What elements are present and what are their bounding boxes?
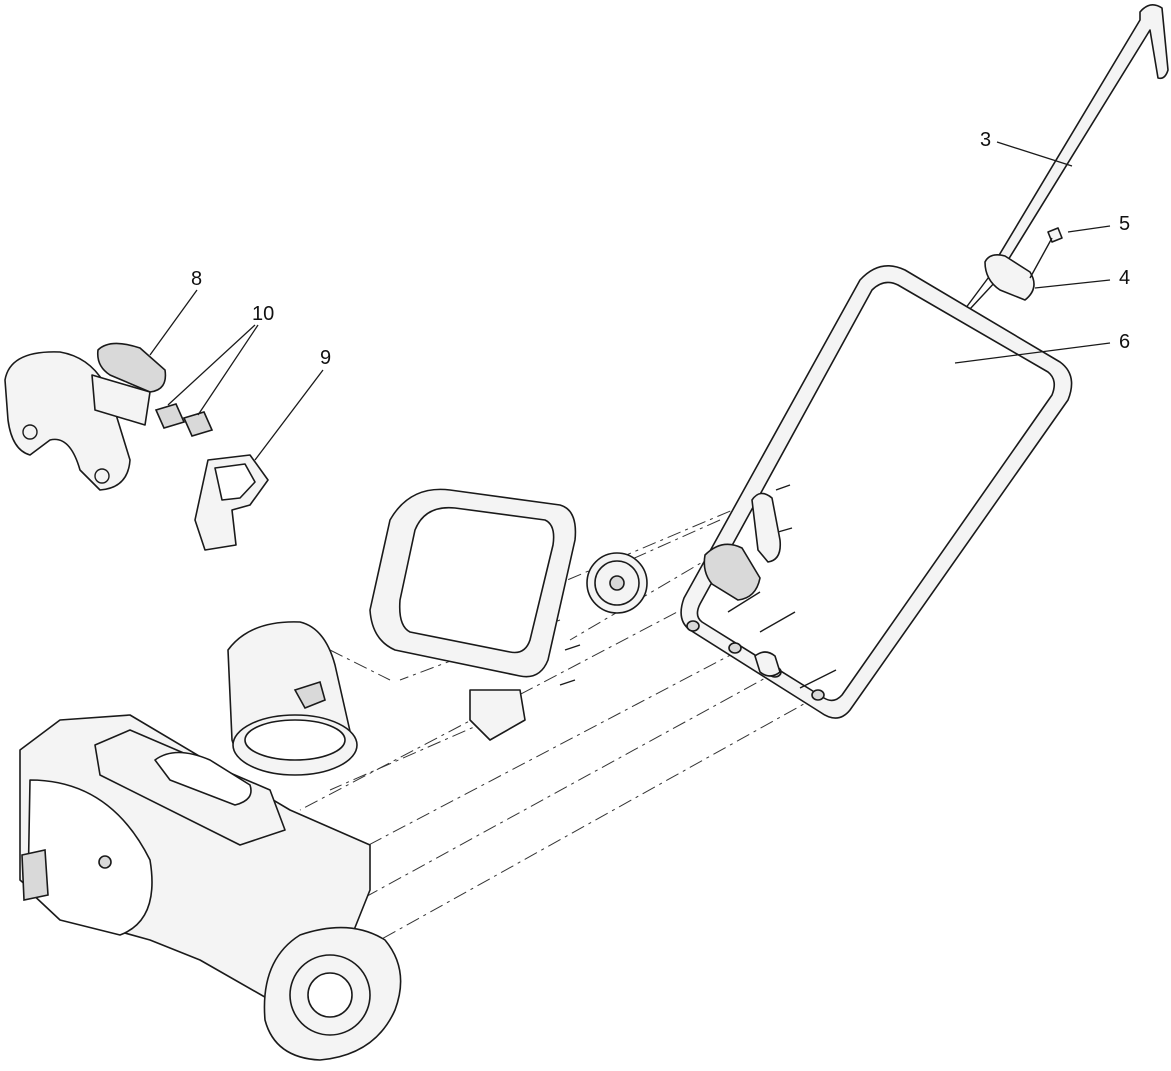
deflector xyxy=(4,342,167,491)
handle-assembly xyxy=(680,4,1169,719)
callout-9: 9 xyxy=(320,347,331,369)
callout-4: 4 xyxy=(1119,267,1130,289)
chute-base xyxy=(369,488,581,741)
discharge-chute xyxy=(227,621,358,776)
callout-5: 5 xyxy=(1119,213,1130,235)
deflector-bracket xyxy=(194,454,269,551)
callout-6: 6 xyxy=(1119,331,1130,353)
main-housing xyxy=(19,714,402,1061)
springs xyxy=(154,403,214,437)
sprocket-gear xyxy=(586,552,648,614)
crank-pivot-assembly xyxy=(703,484,793,601)
callout-8: 8 xyxy=(191,268,202,290)
callout-leaders xyxy=(149,141,1111,461)
callout-3: 3 xyxy=(980,129,991,151)
callout-10: 10 xyxy=(252,303,274,325)
callout-labels: 3 5 4 6 8 10 9 xyxy=(191,129,1130,369)
